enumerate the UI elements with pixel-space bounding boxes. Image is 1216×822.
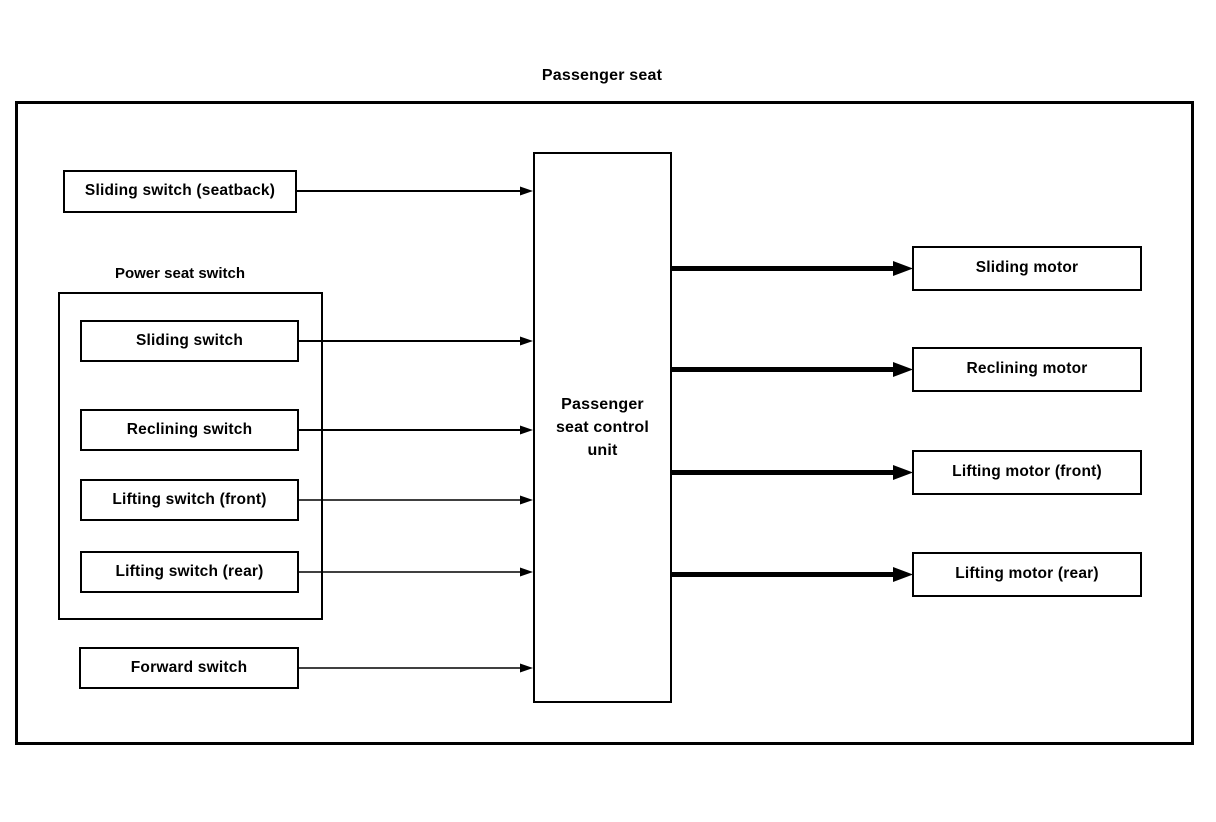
control-unit-label-line-1: Passenger [561, 396, 644, 413]
reclining-switch-box: Reclining switch [80, 409, 299, 451]
passenger-seat-control-unit-box: Passenger seat control unit [533, 152, 672, 703]
lifting-motor-front-box: Lifting motor (front) [912, 450, 1142, 495]
reclining-motor-box: Reclining motor [912, 347, 1142, 392]
sliding-switch-box: Sliding switch [80, 320, 299, 362]
diagram-title: Passenger seat [541, 67, 663, 84]
sliding-motor-box: Sliding motor [912, 246, 1142, 291]
power-seat-switch-group-label: Power seat switch [114, 265, 246, 282]
control-unit-label-line-2: seat control [555, 419, 650, 436]
lifting-motor-rear-box: Lifting motor (rear) [912, 552, 1142, 597]
passenger-seat-boundary-frame [15, 101, 1194, 745]
control-unit-label-line-3: unit [587, 442, 618, 459]
lifting-switch-front-box: Lifting switch (front) [80, 479, 299, 521]
forward-switch-box: Forward switch [79, 647, 299, 689]
power-seat-switch-group-box [58, 292, 323, 620]
lifting-switch-rear-box: Lifting switch (rear) [80, 551, 299, 593]
sliding-switch-seatback-box: Sliding switch (seatback) [63, 170, 297, 213]
